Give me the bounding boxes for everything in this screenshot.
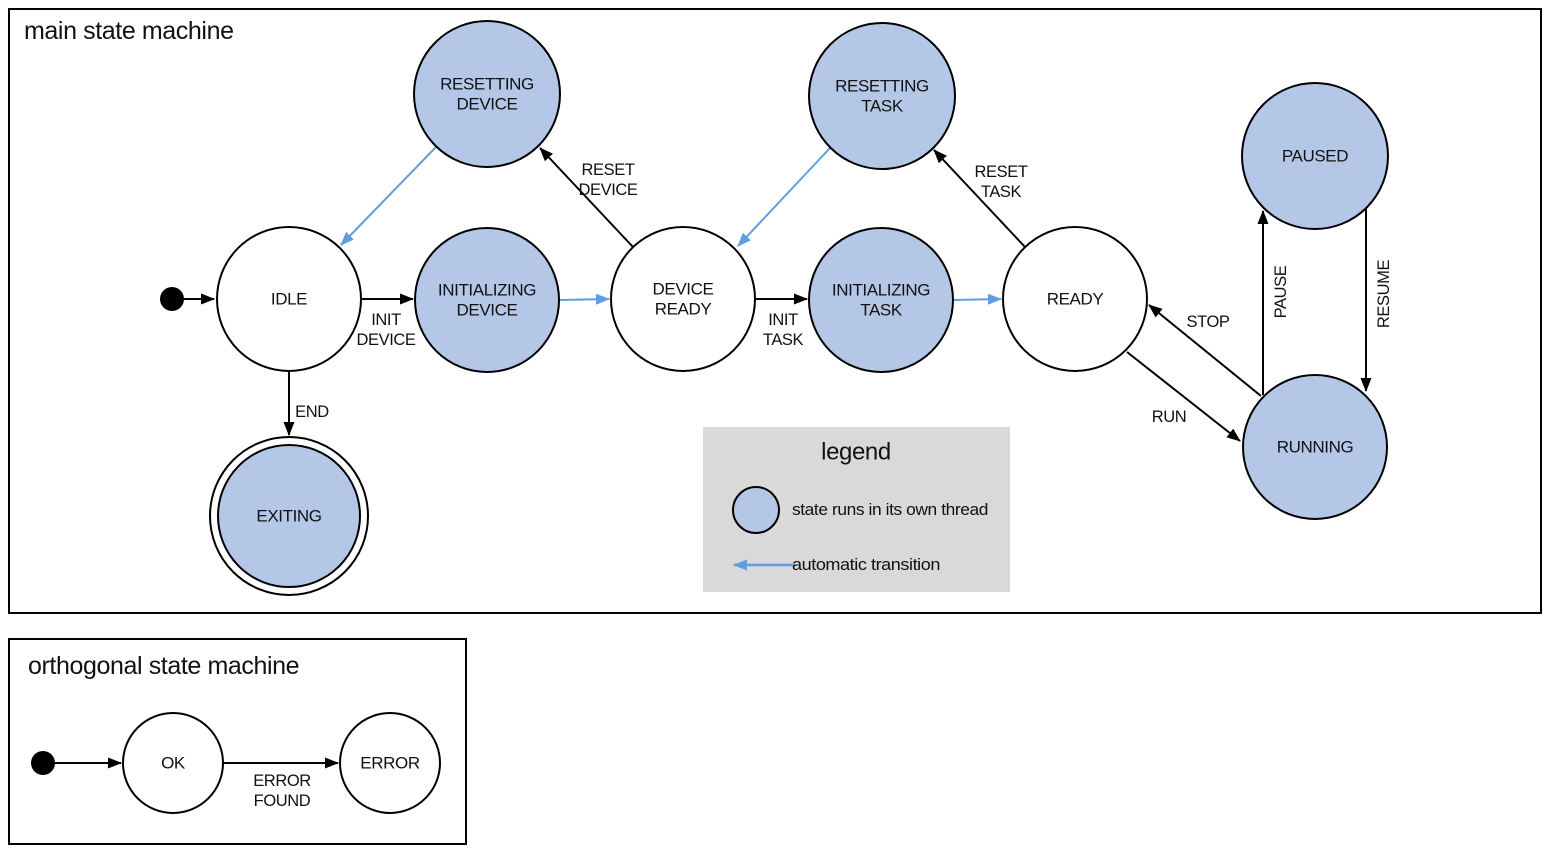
state-circle <box>1242 374 1388 520</box>
state-label-error: ERROR <box>360 754 420 773</box>
legend-threaded-state-text: state runs in its own thread <box>792 501 988 519</box>
machine-main-title: main state machine <box>24 17 234 45</box>
transition-label-run: RUN <box>1152 408 1187 426</box>
transition-end: END <box>283 371 330 436</box>
state-label-paused: PAUSED <box>1282 147 1348 166</box>
transition-arrow <box>539 147 634 248</box>
state-circle <box>414 227 560 373</box>
state-circle <box>1002 226 1148 372</box>
state-circle <box>1241 82 1389 230</box>
transition-arrow <box>1148 304 1262 397</box>
transition-label-resume: RESUME <box>1375 260 1393 329</box>
state-circle <box>808 22 956 170</box>
legend-title: legend <box>821 439 891 466</box>
state-idle: IDLE <box>216 226 362 372</box>
state-label-idle: IDLE <box>271 290 307 309</box>
transition-arrow <box>933 149 1026 248</box>
state-circle <box>808 227 954 373</box>
transition-stop: STOP <box>1148 304 1262 397</box>
state-circle <box>217 444 361 588</box>
transition-label-end: END <box>295 403 329 421</box>
state-paused: PAUSED <box>1241 82 1389 230</box>
state-label-ready: READY <box>1047 290 1104 309</box>
state-ready: READY <box>1002 226 1148 372</box>
machine-orthogonal-title: orthogonal state machine <box>28 652 299 680</box>
state-circle <box>413 20 561 168</box>
initial-state-dot <box>31 751 55 775</box>
transition-resetting-device-auto <box>340 146 437 246</box>
initial-state-orthogonal <box>31 751 122 775</box>
transition-label-stop: STOP <box>1186 313 1229 331</box>
state-ok: OK <box>122 712 224 814</box>
automatic-transition-arrow <box>340 146 437 246</box>
transition-resetting-task-auto <box>737 147 831 247</box>
transition-pause: PAUSE <box>1257 210 1290 395</box>
automatic-transition-arrow <box>952 293 1002 305</box>
transition-resume: RESUME <box>1360 209 1393 392</box>
legend: legend state runs in its own thread automa… <box>703 427 1010 592</box>
transition-arrow <box>1126 351 1241 442</box>
legend-automatic-transition-text: automatic transition <box>792 556 940 574</box>
automatic-transition-arrow <box>558 293 610 305</box>
state-error: ERROR <box>339 712 441 814</box>
state-label-ok: OK <box>161 754 186 773</box>
legend-item-automatic-transition: automatic transition <box>733 556 941 574</box>
state-label-running: RUNNING <box>1277 438 1354 457</box>
transition-label-pause: PAUSE <box>1272 265 1290 318</box>
legend-threaded-state-swatch <box>732 486 780 534</box>
transition-run: RUN <box>1126 351 1241 442</box>
initial-state-dot <box>160 287 184 311</box>
state-circle <box>216 226 362 372</box>
legend-item-threaded-state: state runs in its own thread <box>732 486 989 534</box>
transition-initializing-device-auto <box>558 293 610 305</box>
state-circle <box>122 712 224 814</box>
state-circle <box>339 712 441 814</box>
state-exiting: EXITING <box>209 436 369 596</box>
automatic-transition-arrow <box>737 147 831 247</box>
transition-initializing-task-auto <box>952 293 1002 305</box>
initial-state-main <box>160 287 215 311</box>
state-running: RUNNING <box>1242 374 1388 520</box>
state-label-exiting: EXITING <box>256 507 321 526</box>
state-circle <box>610 226 756 372</box>
